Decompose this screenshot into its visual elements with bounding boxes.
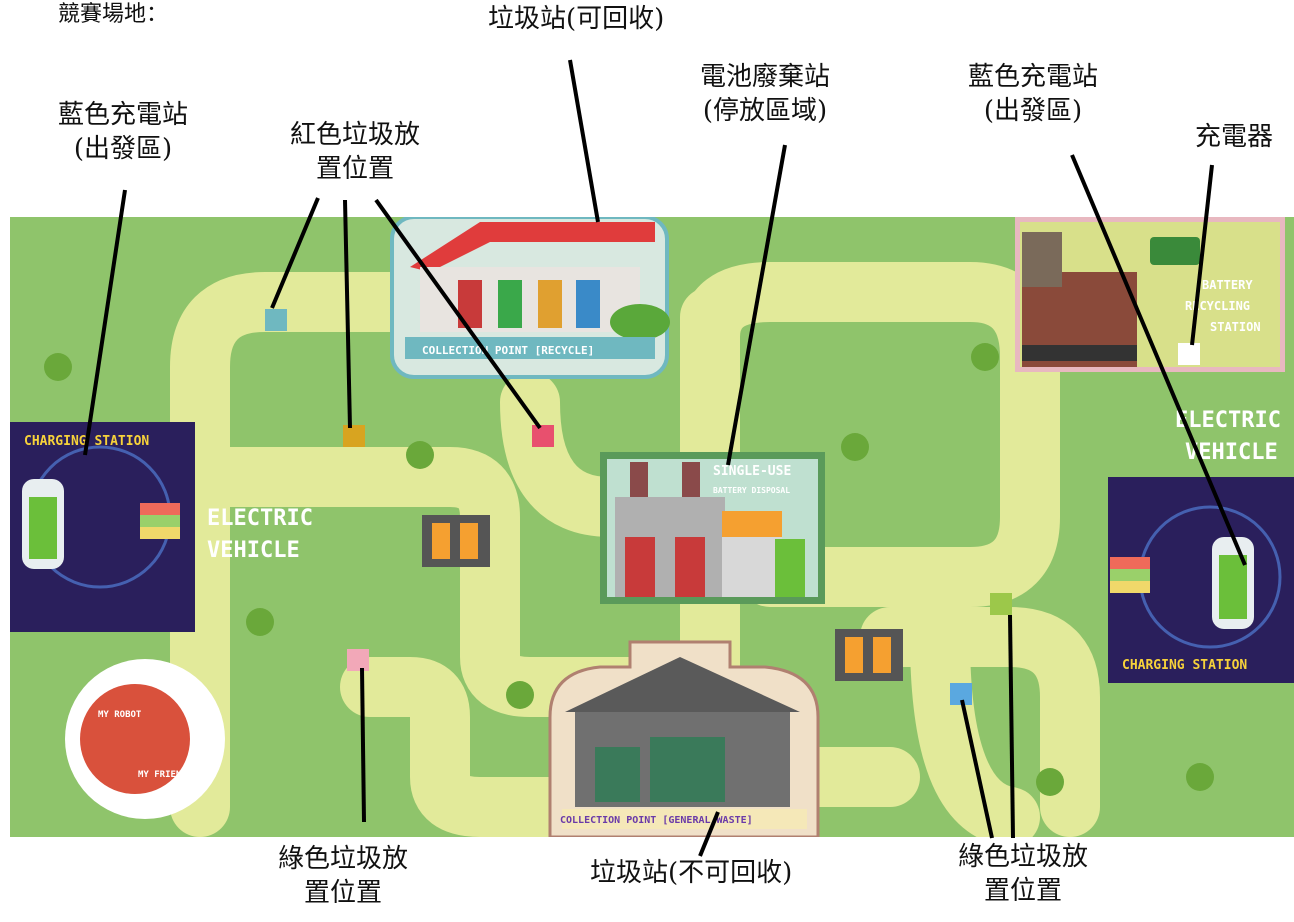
label-green-spots-left: 綠色垃圾放 置位置 [278, 842, 408, 910]
battery-recycling-station: BATTERY RECYCLING STATION [1015, 217, 1285, 372]
charging-station-right-text: CHARGING STATION [1122, 658, 1247, 673]
trees [44, 343, 1214, 796]
ev-left-line2: VEHICLE [207, 538, 300, 563]
ev-left-line1: ELECTRIC [207, 506, 313, 531]
marker-mustard [343, 425, 365, 447]
label-line: (停放區域) [702, 96, 828, 126]
label-blue-station-left: 藍色充電站 (出發區) [58, 98, 188, 166]
logo-bottom-text: MY FRIEND [138, 770, 187, 780]
label-green-spots-right: 綠色垃圾放 置位置 [958, 840, 1088, 908]
label-blue-station-right: 藍色充電站 (出發區) [968, 60, 1098, 128]
label-line: 置位置 [316, 154, 395, 184]
marker-lime [990, 593, 1012, 615]
my-robot-logo: MY ROBOT MY FRIEND [65, 659, 225, 819]
general-waste-collection-point: COLLECTION POINT [GENERAL WASTE] [548, 640, 820, 837]
label-line: 電池廢棄站 [700, 62, 831, 92]
recycle-banner-text: COLLECTION POINT [RECYCLE] [422, 344, 594, 357]
marker-blue [950, 683, 972, 705]
label-battery-disposal: 電池廢棄站 (停放區域) [700, 60, 830, 128]
recycle-collection-point: COLLECTION POINT [RECYCLE] [390, 217, 670, 379]
marker-pink [532, 425, 554, 447]
battery-disposal-text: BATTERY DISPOSAL [713, 486, 790, 495]
battery-recycling-line1: BATTERY [1202, 278, 1253, 292]
battery-recycling-line3: STATION [1210, 320, 1261, 334]
label-general-station: 垃圾站(不可回收) [590, 858, 793, 888]
charging-station-left-text: CHARGING STATION [24, 434, 149, 449]
marker-light-pink [347, 649, 369, 671]
parking-spot-right [835, 629, 903, 681]
label-recycle-station: 垃圾站(可回收) [488, 4, 665, 34]
label-line: (出發區) [73, 134, 173, 164]
label-charger: 充電器 [1195, 122, 1274, 152]
battery-recycling-line2: RECYCLING [1185, 299, 1250, 313]
ev-right-line1: ELECTRIC [1175, 408, 1281, 433]
general-banner-text: COLLECTION POINT [GENERAL WASTE] [560, 815, 753, 826]
marker-teal [265, 309, 287, 331]
single-use-text: SINGLE-USE [713, 464, 791, 479]
charging-station-right: CHARGING STATION [1108, 477, 1294, 683]
label-line: 置位置 [984, 876, 1063, 906]
label-red-spots: 紅色垃圾放 置位置 [290, 118, 420, 186]
competition-board: CHARGING STATION ELECTRIC VEHICLE MY ROB… [10, 217, 1294, 837]
charging-station-left: CHARGING STATION [10, 422, 195, 632]
label-line: 置位置 [304, 878, 383, 908]
marker-white-charger [1178, 343, 1200, 365]
parking-spot-left [422, 515, 490, 567]
venue-title: 競賽場地： [58, 2, 169, 27]
label-line: 綠色垃圾放 [278, 844, 409, 874]
logo-top-text: MY ROBOT [98, 710, 142, 720]
board-graphics: CHARGING STATION ELECTRIC VEHICLE MY ROB… [10, 217, 1294, 837]
label-line: 紅色垃圾放 [290, 120, 421, 150]
label-line: (出發區) [983, 96, 1083, 126]
label-line: 藍色充電站 [58, 100, 189, 130]
label-line: 綠色垃圾放 [958, 842, 1089, 872]
label-line: 藍色充電站 [968, 62, 1099, 92]
battery-disposal-building: SINGLE-USE BATTERY DISPOSAL [600, 452, 825, 604]
ev-right-line2: VEHICLE [1185, 440, 1278, 465]
